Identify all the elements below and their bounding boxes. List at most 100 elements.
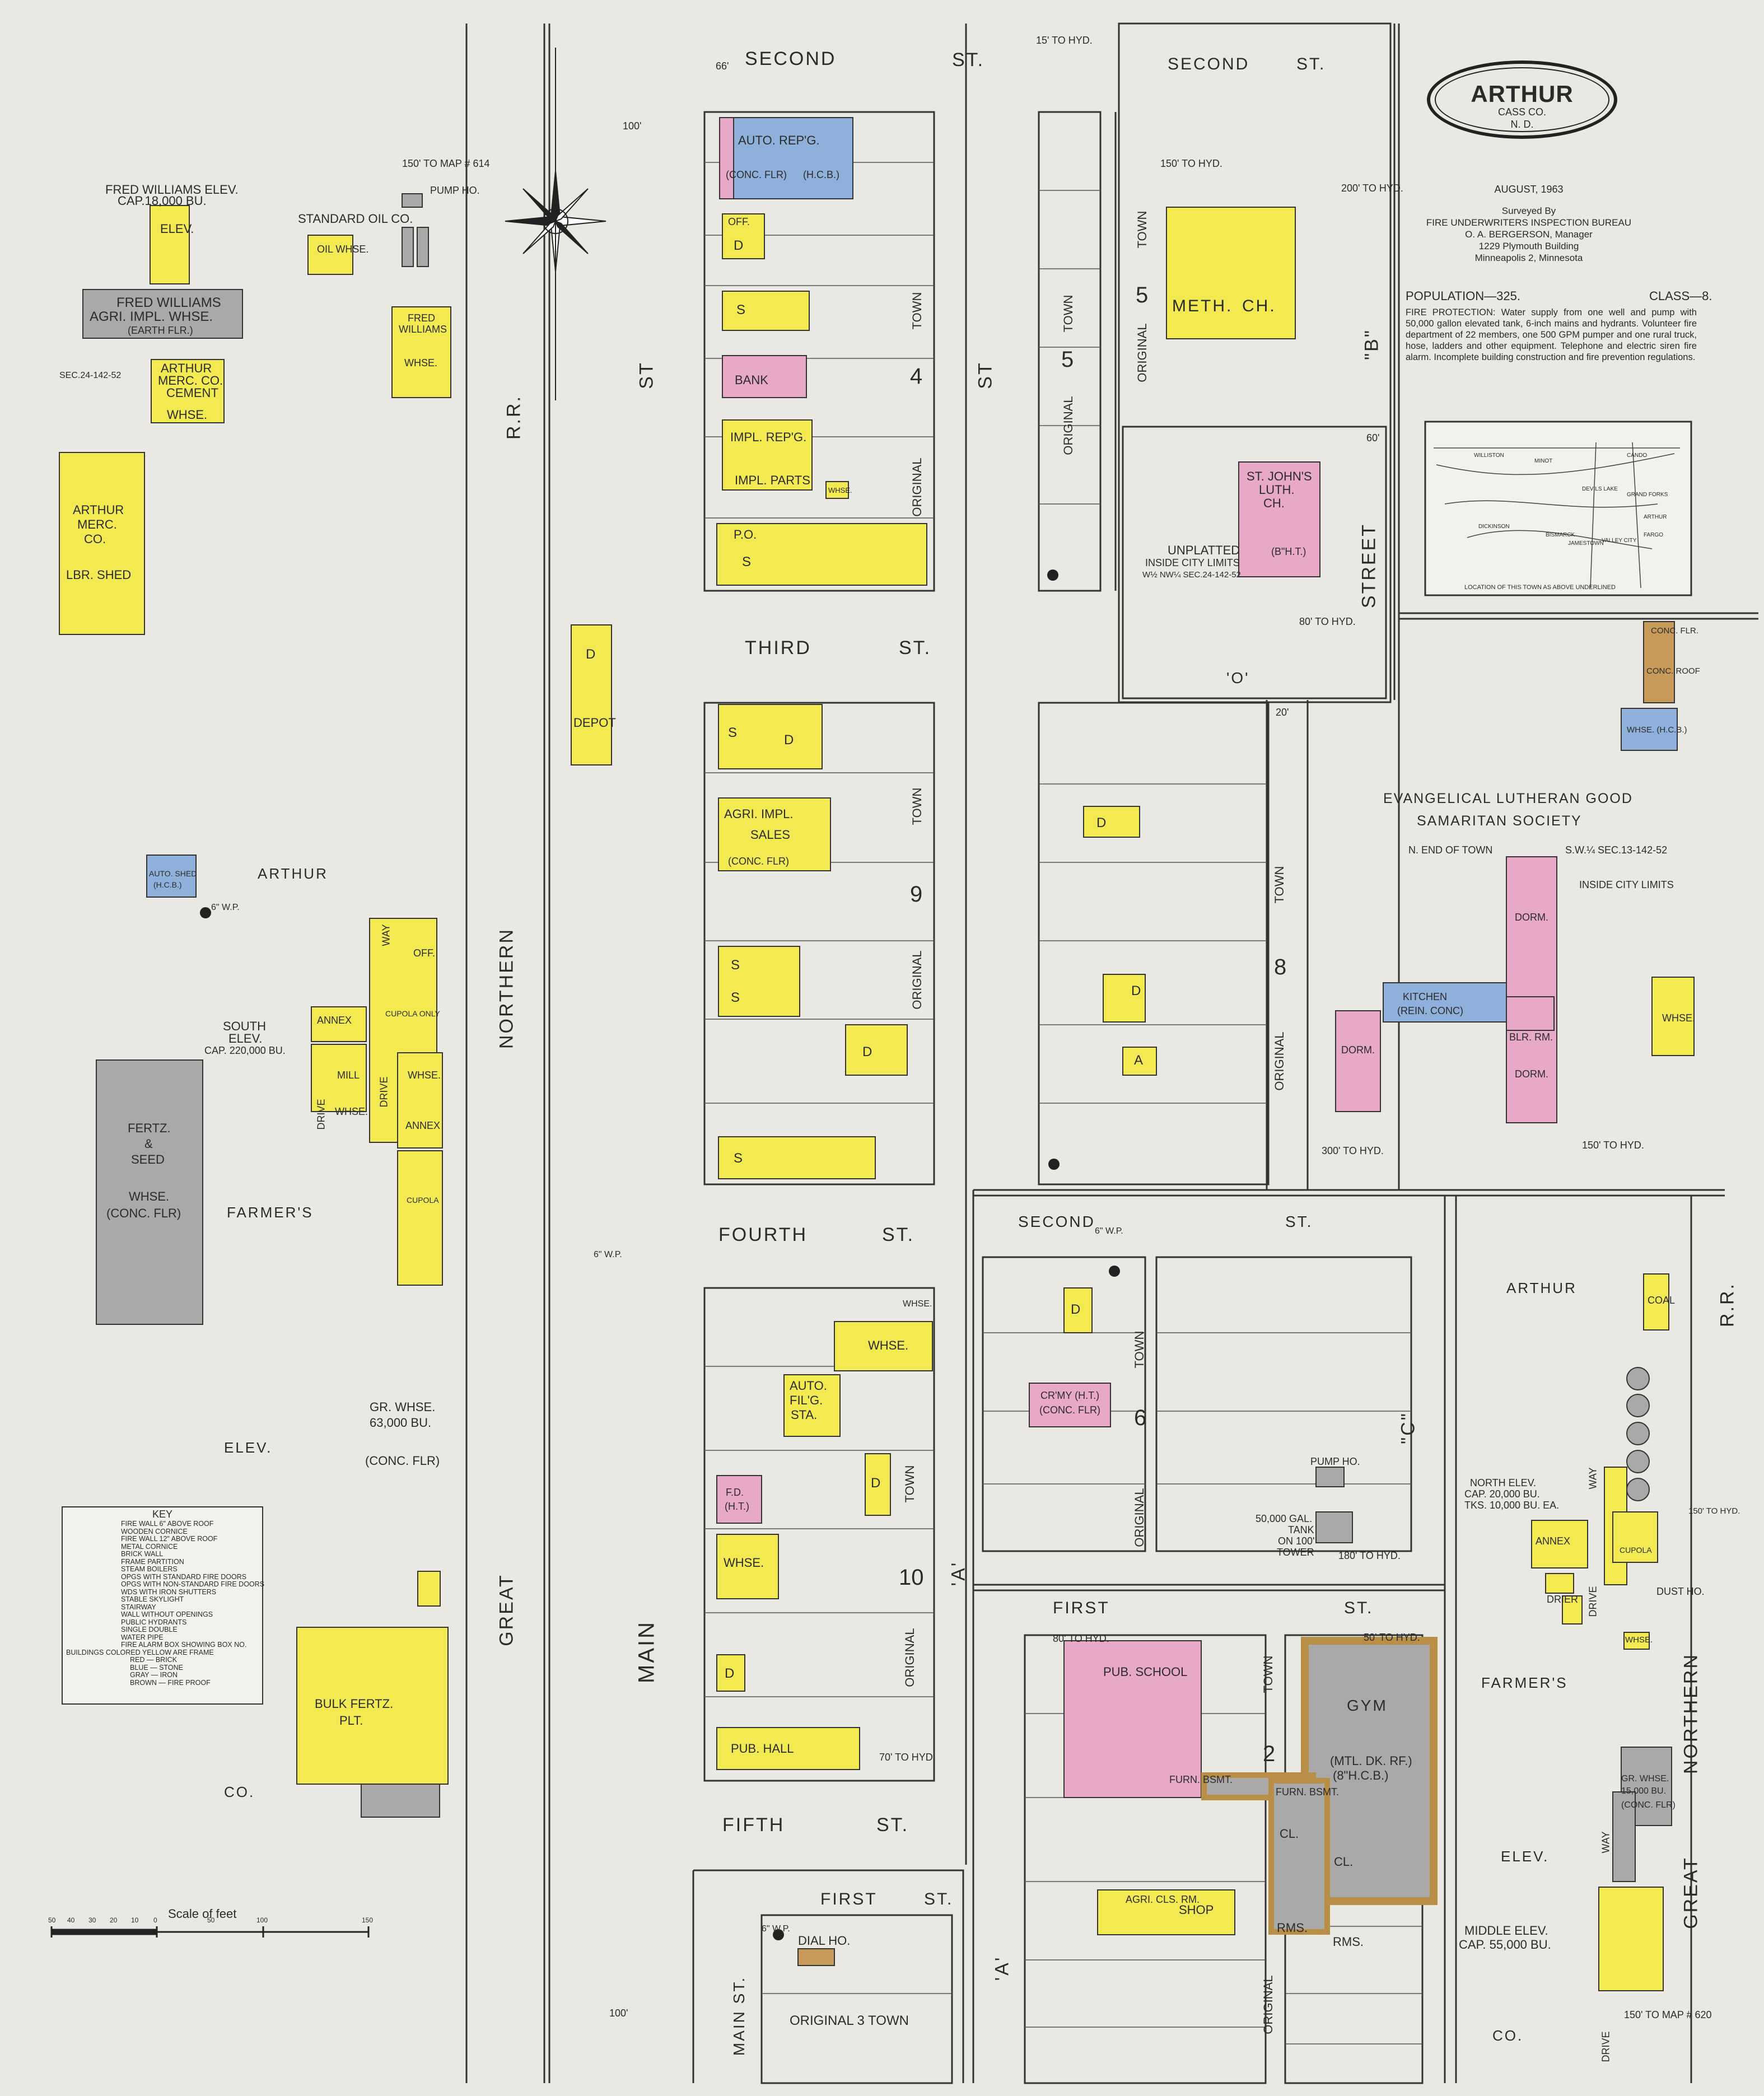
area-inside-city: INSIDE CITY LIMITS	[1145, 557, 1240, 568]
bldg-dorm-1: DORM.	[1515, 912, 1548, 923]
bldg-meth: METH.	[1172, 297, 1233, 315]
bldg-rein-conc: (REIN. CONC)	[1397, 1005, 1463, 1016]
bldg-auto-filg-1: AUTO.	[790, 1379, 827, 1393]
bldg-auto-hcb: (H.C.B.)	[803, 169, 839, 180]
scale-tick: 10	[131, 1916, 139, 1924]
key-row: WATER PIPE	[121, 1633, 164, 1641]
bldg-fertz-2: &	[144, 1137, 153, 1151]
block-label-town-5e: TOWN	[1135, 211, 1149, 249]
rr-great: GREAT	[496, 1574, 517, 1646]
bldg-conc-roof: CONC. ROOF	[1646, 666, 1700, 676]
state-name: N. D.	[1510, 119, 1534, 130]
bldg-south-elev-1: SOUTH	[223, 1019, 266, 1033]
note-hyd-150c: 150' TO HYD.	[1688, 1506, 1740, 1516]
scale-tick: 150	[362, 1916, 374, 1924]
compass-rose	[505, 48, 606, 400]
note-hyd-180: 180' TO HYD.	[1338, 1550, 1401, 1561]
scale-title: Scale of feet	[168, 1907, 237, 1921]
street-fifth: FIFTH	[722, 1814, 785, 1836]
bldg-amc-lbr-1: ARTHUR	[73, 503, 124, 517]
inset-place-grand-forks: GRAND FORKS	[1627, 492, 1668, 498]
bldg-a-8: A	[1134, 1053, 1144, 1068]
bldg-amc-lbr-3: CO.	[84, 532, 106, 546]
bldg-drive-2: DRIVE	[315, 1099, 327, 1130]
bldg-whse-hcb: WHSE. (H.C.B.)	[1627, 725, 1687, 735]
block-label-original-5: ORIGINAL	[1061, 396, 1075, 455]
rr-northern: NORTHERN	[496, 927, 517, 1049]
scale-tick: 40	[67, 1916, 75, 1924]
block-outlines	[692, 22, 1758, 2084]
bldg-rms-2: RMS.	[1333, 1935, 1364, 1949]
inset-place-jamestown: JAMESTOWN	[1568, 540, 1604, 547]
bldg-whse-10c: WHSE.	[724, 1556, 764, 1570]
area-sec24: SEC.24-142-52	[59, 371, 122, 380]
key-row: WALL WITHOUT OPENINGS	[121, 1610, 213, 1618]
street-st-6: ST.	[1285, 1213, 1313, 1230]
bldg-s-9b: S	[731, 958, 740, 973]
bldg-meth-ch: CH.	[1242, 297, 1276, 315]
bldg-gr-whse: GR. WHSE.	[370, 1400, 436, 1414]
bldg-fd: F.D.	[726, 1487, 744, 1498]
key-row: FIRE ALARM BOX SHOWING BOX NO.	[121, 1641, 247, 1649]
block-number-2: 2	[1263, 1742, 1276, 1766]
bldg-agri-conc: (CONC. FLR)	[728, 856, 789, 867]
inset-caption: LOCATION OF THIS TOWN AS ABOVE UNDERLINE…	[1464, 584, 1616, 591]
bldg-north-elev: NORTH ELEV.	[1470, 1477, 1537, 1488]
inset-place-bismarck: BISMARCK	[1546, 532, 1575, 538]
bldg-middle-cap: CAP. 55,000 BU.	[1459, 1938, 1551, 1952]
key-title: KEY	[152, 1509, 173, 1520]
block-number-6: 6	[1134, 1406, 1147, 1430]
bldg-fred-elev-cap: CAP.18,000 BU.	[118, 194, 207, 208]
key-row: OPGS WITH NON-STANDARD FIRE DOORS	[121, 1580, 265, 1588]
key-row: WOODEN CORNICE	[121, 1527, 188, 1535]
bldg-amc-cement-2: MERC. CO.	[158, 374, 223, 388]
bldg-crmy-conc: (CONC. FLR)	[1039, 1404, 1100, 1416]
bldg-off-4: OFF.	[728, 216, 750, 227]
street-b: "B"	[1361, 329, 1383, 360]
bldg-tank-4: TOWER	[1277, 1547, 1314, 1558]
scale-tick: 50	[48, 1916, 56, 1924]
note-width-100: 100'	[623, 120, 642, 132]
street-second-e: SECOND	[1168, 55, 1250, 73]
street-second-s: SECOND	[1018, 1213, 1095, 1230]
inset-place-cando: CANDO	[1627, 452, 1648, 459]
bldg-st-johns-1: ST. JOHN'S	[1247, 469, 1312, 483]
key-row: STAIRWAY	[121, 1603, 156, 1611]
bldg-bank: BANK	[735, 373, 768, 387]
surveyor-block: Surveyed By FIRE UNDERWRITERS INSPECTION…	[1422, 205, 1635, 264]
cartouche-ring-inner	[1435, 67, 1609, 132]
bldg-agri-impl-2: SALES	[750, 828, 790, 842]
scale-tick: 20	[110, 1916, 118, 1924]
area-co-e: CO.	[1492, 2027, 1524, 2044]
county-name: CASS CO.	[1497, 106, 1547, 118]
key-row: PUBLIC HYDRANTS	[121, 1618, 187, 1626]
note-hyd-80b: 80' TO HYD.	[1299, 616, 1356, 627]
block-label-town-5: TOWN	[1061, 295, 1075, 333]
bldg-elev: ELEV.	[160, 222, 194, 236]
block-label-town-8: TOWN	[1272, 866, 1286, 904]
bldg-d-8a: D	[1096, 815, 1107, 830]
bldg-s-9d: S	[734, 1151, 743, 1166]
bldg-dial-ho: DIAL HO.	[798, 1934, 851, 1948]
key-row: METAL CORNICE	[121, 1542, 178, 1551]
block-number-4: 4	[910, 364, 923, 389]
bldg-impl-parts: IMPL. PARTS	[735, 473, 810, 487]
bldg-cupola: CUPOLA	[407, 1196, 439, 1205]
bldg-blr-rm: BLR. RM.	[1509, 1031, 1553, 1043]
bldg-coal: COAL	[1648, 1295, 1676, 1306]
bldg-dorm-2: DORM.	[1515, 1068, 1548, 1080]
bldg-fertz-1: FERTZ.	[128, 1121, 171, 1135]
bldg-auto-conc: (CONC. FLR)	[726, 169, 787, 180]
key-row: GRAY — IRON	[130, 1671, 178, 1679]
bldg-way: WAY	[380, 924, 392, 946]
note-width-66: 66'	[716, 60, 729, 72]
street-st-7: ST.	[1344, 1599, 1374, 1617]
bldg-auto-shed: AUTO. SHED	[149, 869, 197, 878]
note-hyd-150: 150' TO HYD.	[1160, 158, 1222, 169]
bldg-tks: TKS. 10,000 BU. EA.	[1464, 1500, 1560, 1511]
key-row: BUILDINGS COLORED YELLOW ARE FRAME	[66, 1648, 214, 1656]
street-st-west: ST	[636, 361, 657, 389]
bldg-agri-cls: AGRI. CLS. RM.	[1126, 1894, 1200, 1905]
bldg-drive-e2: DRIVE	[1587, 1586, 1599, 1617]
